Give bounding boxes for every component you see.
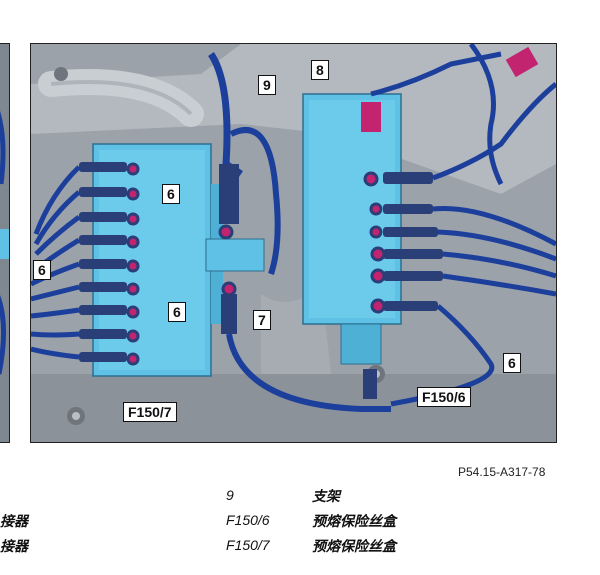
legend-code-f150-6: F150/6 xyxy=(226,512,270,528)
callout-6-mid: 6 xyxy=(168,302,186,322)
legend-code-9: 9 xyxy=(226,487,234,503)
callout-6-left: 6 xyxy=(33,260,51,280)
legend-desc-9: 支架 xyxy=(312,489,340,505)
callout-f150-7: F150/7 xyxy=(123,402,177,422)
callout-6-right: 6 xyxy=(503,353,521,373)
fuse-box-illustration: 6 6 6 6 7 8 9 F150/7 F150/6 xyxy=(30,43,557,443)
callout-7: 7 xyxy=(253,310,271,330)
legend-code-f150-7: F150/7 xyxy=(226,537,270,553)
callout-6-top: 6 xyxy=(162,184,180,204)
legend-left-cut-2: 接器 xyxy=(0,539,28,555)
legend-desc-f150-6: 预熔保险丝盒 xyxy=(312,514,396,530)
bracket xyxy=(205,52,391,412)
callout-9: 9 xyxy=(258,75,276,95)
legend-desc-f150-7: 预熔保险丝盒 xyxy=(312,539,396,555)
callout-f150-6: F150/6 xyxy=(417,387,471,407)
left-inset-figure xyxy=(0,43,10,443)
figure-id: P54.15-A317-78 xyxy=(458,465,546,479)
callout-8: 8 xyxy=(311,60,329,80)
legend-left-cut-1: 接器 xyxy=(0,514,28,530)
